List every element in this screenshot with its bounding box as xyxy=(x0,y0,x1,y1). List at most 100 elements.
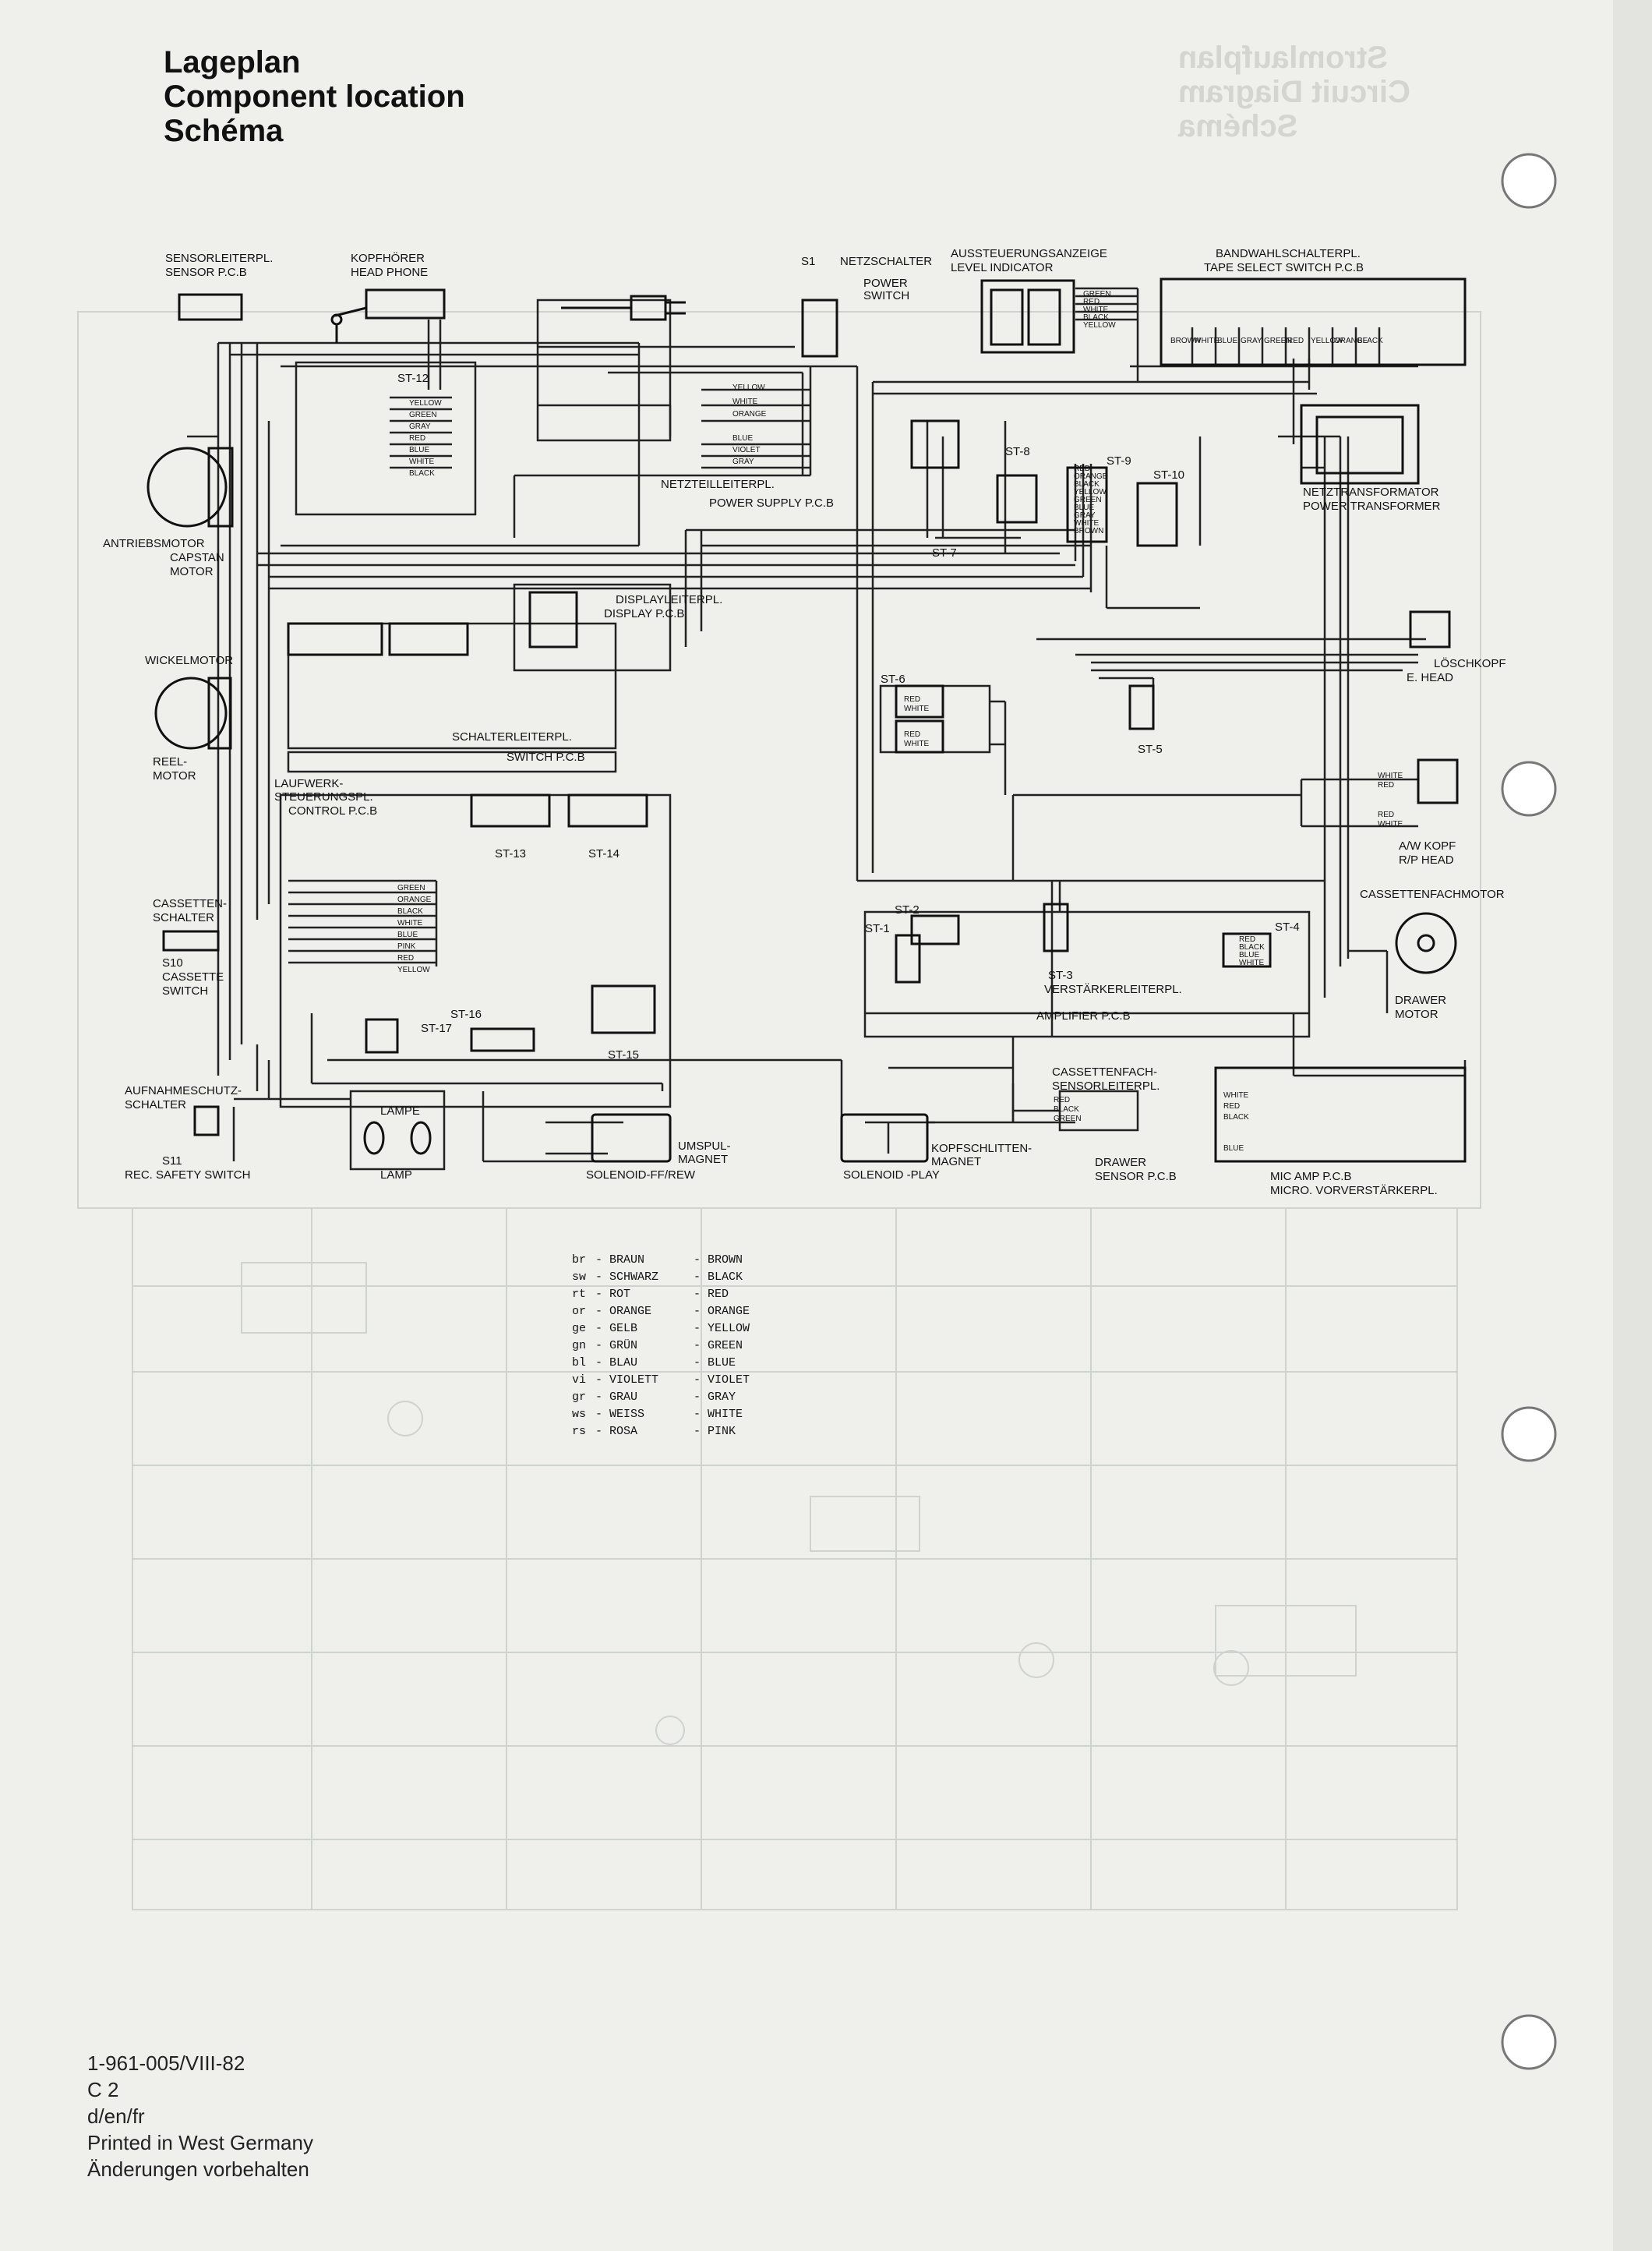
background-schematic-grid xyxy=(77,311,1481,1910)
svg-text:ST-15: ST-15 xyxy=(608,1048,639,1062)
svg-text:SCHALTER: SCHALTER xyxy=(125,1098,186,1111)
st7-plug xyxy=(910,419,960,469)
svg-text:TAPE SELECT SWITCH P.C.B: TAPE SELECT SWITCH P.C.B xyxy=(1204,261,1364,274)
svg-text:WHITE: WHITE xyxy=(409,458,435,466)
svg-text:CASSETTENFACH-: CASSETTENFACH- xyxy=(1052,1065,1157,1079)
svg-text:POWER SUPPLY P.C.B: POWER SUPPLY P.C.B xyxy=(709,496,834,510)
binder-holes xyxy=(1501,153,1557,2070)
svg-text:RED: RED xyxy=(904,730,920,739)
legend-abbr: sw xyxy=(572,1270,586,1284)
svg-text:RED: RED xyxy=(1223,1102,1240,1111)
svg-text:BLUE: BLUE xyxy=(1217,337,1237,345)
st5-plug xyxy=(1128,684,1155,730)
svg-text:BLUE: BLUE xyxy=(732,434,753,443)
svg-text:REC. SAFETY SWITCH: REC. SAFETY SWITCH xyxy=(125,1168,250,1182)
svg-text:KOPFSCHLITTEN-: KOPFSCHLITTEN- xyxy=(931,1142,1032,1155)
st3-plug xyxy=(1043,903,1069,952)
svg-text:BLACK: BLACK xyxy=(1223,1113,1249,1122)
svg-text:RED: RED xyxy=(1287,337,1304,345)
svg-text:BLACK: BLACK xyxy=(1239,943,1265,952)
svg-text:ST-12: ST-12 xyxy=(397,372,429,385)
svg-text:RED: RED xyxy=(904,695,920,704)
legend-de: - WEISS xyxy=(595,1408,644,1421)
wires xyxy=(187,287,1467,1171)
legend-de: - GRAU xyxy=(595,1391,637,1404)
power-switch-body xyxy=(801,299,838,358)
svg-text:HEAD PHONE: HEAD PHONE xyxy=(351,266,428,279)
st9-plug xyxy=(1066,466,1108,543)
svg-text:GRAY: GRAY xyxy=(1241,337,1262,345)
svg-text:LEVEL INDICATOR: LEVEL INDICATOR xyxy=(951,261,1054,274)
svg-text:BLACK: BLACK xyxy=(1074,480,1100,489)
svg-text:BLACK: BLACK xyxy=(1083,313,1109,322)
svg-text:BLUE: BLUE xyxy=(409,446,429,454)
solenoid-ff-rew xyxy=(591,1113,672,1163)
svg-text:GREEN: GREEN xyxy=(1054,1115,1082,1123)
power-transformer xyxy=(1300,404,1420,485)
svg-text:SENSOR P.C.B: SENSOR P.C.B xyxy=(165,266,247,279)
svg-text:SWITCH: SWITCH xyxy=(162,984,208,998)
svg-text:S1: S1 xyxy=(801,255,815,268)
svg-text:SENSORLEITERPL.: SENSORLEITERPL. xyxy=(165,252,273,265)
svg-text:MIC AMP P.C.B: MIC AMP P.C.B xyxy=(1270,1170,1351,1183)
svg-text:BLUE: BLUE xyxy=(1239,951,1259,959)
legend-de: - VIOLETT xyxy=(595,1373,658,1387)
svg-text:LAUFWERK-: LAUFWERK- xyxy=(274,777,343,790)
svg-text:DISPLAYLEITERPL.: DISPLAYLEITERPL. xyxy=(616,593,722,606)
svg-text:AMPLIFIER P.C.B: AMPLIFIER P.C.B xyxy=(1036,1009,1131,1023)
svg-text:ST-9: ST-9 xyxy=(1107,454,1131,468)
switch-pcb-connector-a xyxy=(287,622,383,656)
svg-text:AUFNAHMESCHUTZ-: AUFNAHMESCHUTZ- xyxy=(125,1084,242,1097)
svg-text:REEL-: REEL- xyxy=(153,755,187,769)
legend-abbr: ge xyxy=(572,1322,586,1335)
svg-text:ST-4: ST-4 xyxy=(1275,921,1300,934)
legend-de: - ORANGE xyxy=(595,1305,651,1318)
svg-text:RED: RED xyxy=(1378,781,1394,790)
svg-text:ST-16: ST-16 xyxy=(450,1008,482,1021)
svg-text:WHITE: WHITE xyxy=(1074,519,1100,528)
svg-text:ST-13: ST-13 xyxy=(495,847,526,860)
legend-en: - GREEN xyxy=(694,1339,743,1352)
page-edge-shadow xyxy=(1613,0,1652,2251)
svg-text:BLUE: BLUE xyxy=(1074,504,1094,512)
svg-text:NETZTRANSFORMATOR: NETZTRANSFORMATOR xyxy=(1303,486,1439,499)
wire-labels: YELLOW WHITE ORANGE BLUE VIOLET GRAY RED… xyxy=(397,290,1403,1153)
svg-text:YELLOW: YELLOW xyxy=(1311,337,1343,345)
rec-safety-switch-body xyxy=(193,1105,220,1136)
legend-en: - WHITE xyxy=(694,1408,743,1421)
svg-text:RED: RED xyxy=(1083,298,1100,306)
svg-text:BLACK: BLACK xyxy=(1357,337,1383,345)
footer-printed: Printed in West Germany xyxy=(87,2131,313,2154)
svg-text:STEUERUNGSPL.: STEUERUNGSPL. xyxy=(274,790,373,804)
svg-text:BLUE: BLUE xyxy=(1223,1144,1244,1153)
legend-de: - SCHWARZ xyxy=(595,1270,658,1284)
svg-text:GRAY: GRAY xyxy=(1074,511,1096,520)
svg-text:BLACK: BLACK xyxy=(1054,1105,1079,1114)
svg-text:WHITE: WHITE xyxy=(1083,306,1109,314)
svg-text:MOTOR: MOTOR xyxy=(1395,1008,1438,1021)
legend-de: - GRÜN xyxy=(595,1338,637,1352)
svg-text:RED: RED xyxy=(409,434,425,443)
st15-connector xyxy=(591,984,656,1034)
switch-pcb-connector-b xyxy=(388,622,469,656)
footer-languages: d/en/fr xyxy=(87,2104,145,2128)
st2-plug xyxy=(910,914,960,945)
svg-text:MICRO. VORVERSTÄRKERPL.: MICRO. VORVERSTÄRKERPL. xyxy=(1270,1184,1438,1197)
svg-text:DISPLAY P.C.B: DISPLAY P.C.B xyxy=(604,607,684,620)
svg-text:ORANGE: ORANGE xyxy=(732,410,767,419)
connector-labels: ST-1 ST-2 ST-3 ST-4 ST-5 ST-6 ST-7 ST-8 … xyxy=(397,372,1300,1062)
svg-text:NETZSCHALTER: NETZSCHALTER xyxy=(840,255,932,268)
legend-en: - ORANGE xyxy=(694,1305,750,1318)
svg-text:S10: S10 xyxy=(162,956,183,970)
svg-text:CASSETTE: CASSETTE xyxy=(162,970,224,984)
st8-plug xyxy=(996,474,1038,524)
legend-abbr: gr xyxy=(572,1391,586,1404)
svg-text:CASSETTENFACHMOTOR: CASSETTENFACHMOTOR xyxy=(1360,888,1505,901)
st1-plug xyxy=(895,934,921,984)
svg-text:BLACK: BLACK xyxy=(397,907,423,916)
legend-en: - BROWN xyxy=(694,1253,743,1267)
component-labels: SENSORLEITERPL. SENSOR P.C.B KOPFHÖRER H… xyxy=(103,247,1506,1197)
svg-text:GREEN: GREEN xyxy=(1083,290,1111,299)
